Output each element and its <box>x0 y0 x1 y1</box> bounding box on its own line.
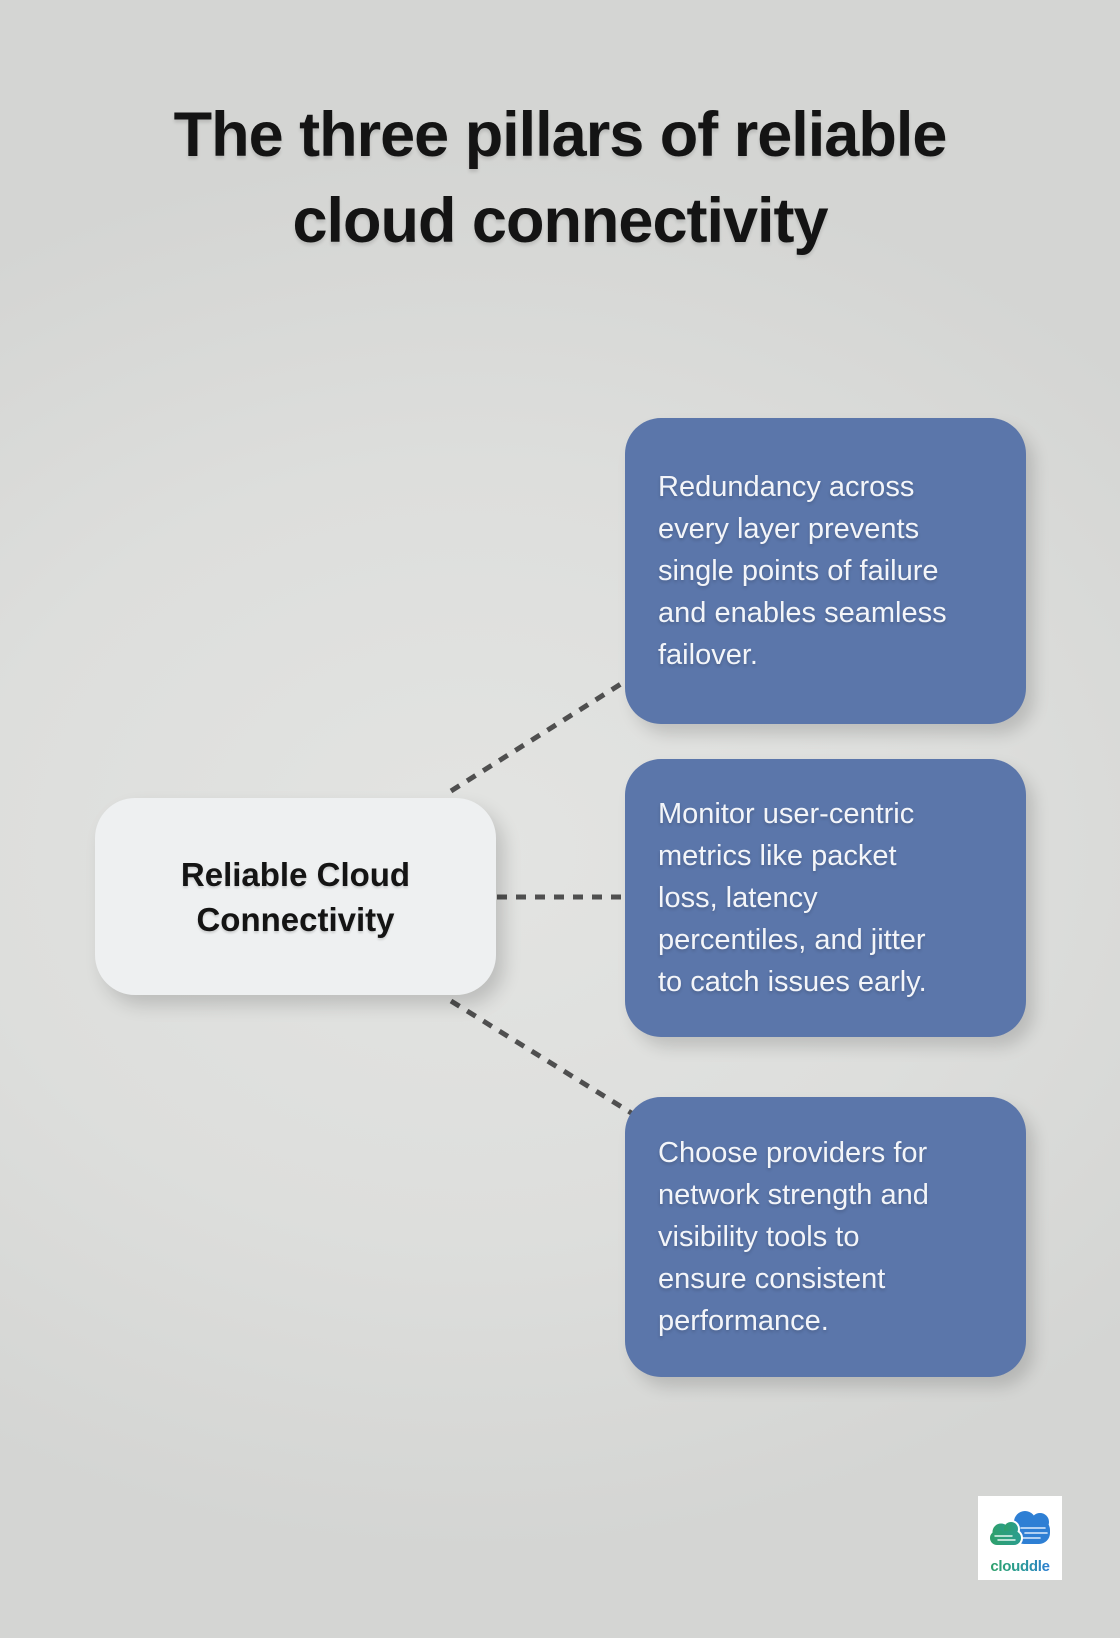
branch-card-redundancy: Redundancy across every layer prevents s… <box>625 418 1026 724</box>
logo-wordmark: clouddle <box>990 1558 1049 1575</box>
branch-card-text: Redundancy across every layer prevents s… <box>658 471 947 671</box>
branch-card-text: Monitor user-centric metrics like packet… <box>658 798 927 998</box>
center-node-label: Reliable Cloud Connectivity <box>180 855 411 938</box>
center-node: Reliable Cloud Connectivity <box>95 798 496 995</box>
dashed-connector-bottom <box>449 998 643 1122</box>
branch-card-text: Choose providers for network strength an… <box>658 1137 929 1337</box>
cloud-icon: clouddle <box>988 1511 1050 1575</box>
branch-card-providers: Choose providers for network strength an… <box>625 1097 1026 1377</box>
clouddle-logo: clouddle <box>978 1496 1062 1580</box>
branch-card-monitoring: Monitor user-centric metrics like packet… <box>625 759 1026 1037</box>
dashed-connector-top <box>449 667 645 794</box>
page-title: The three pillars of reliable cloud conn… <box>173 100 948 256</box>
